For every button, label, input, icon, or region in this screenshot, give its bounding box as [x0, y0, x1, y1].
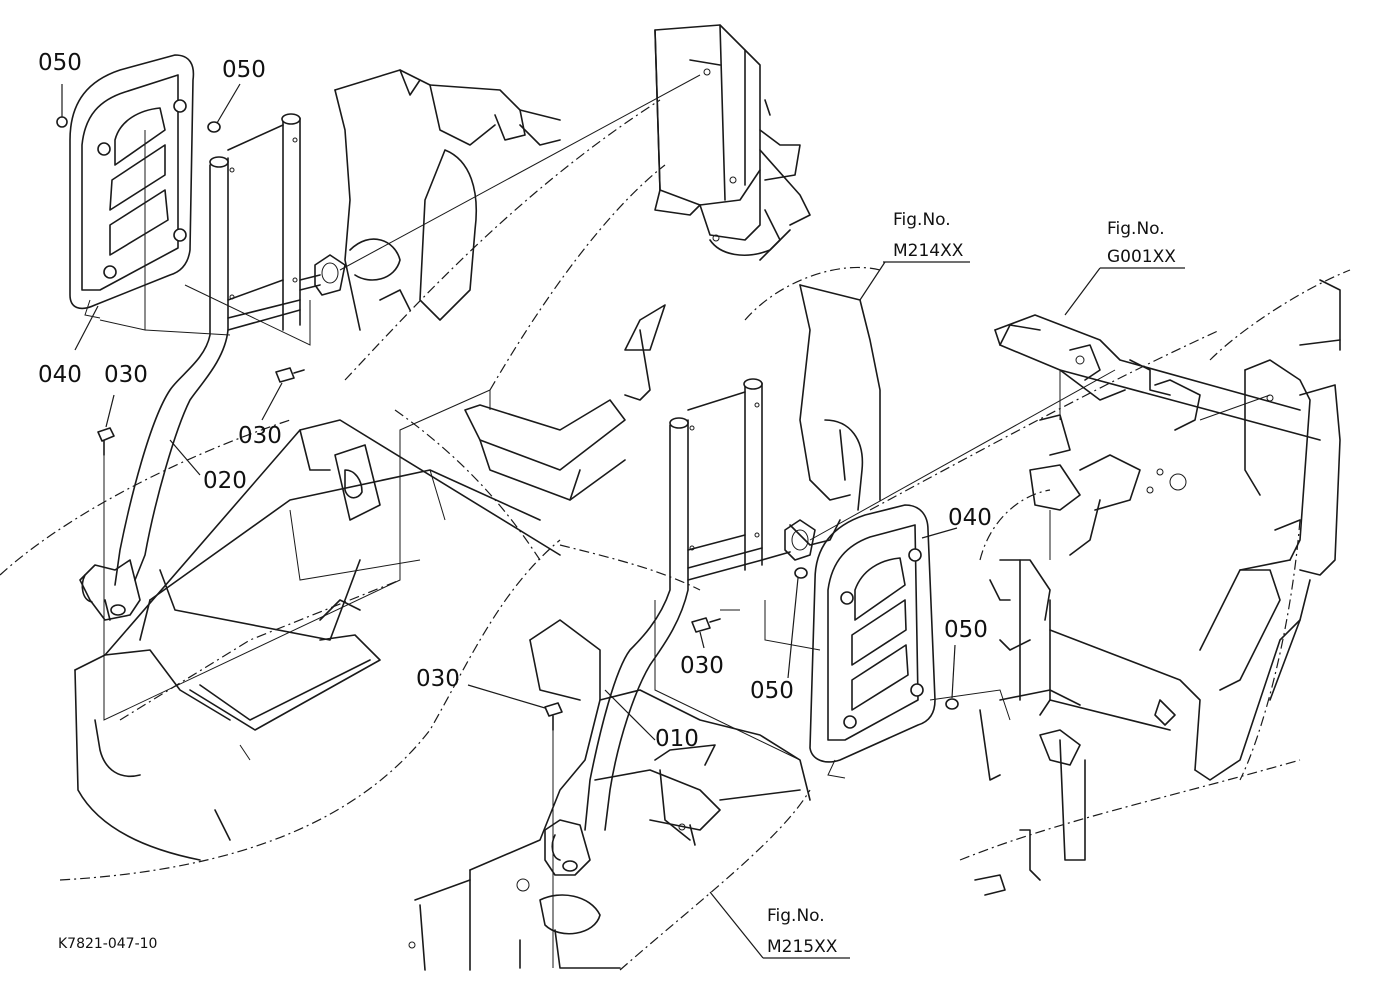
bolt-icon	[275, 367, 305, 383]
right-handrail-assembly	[544, 378, 936, 876]
center-fender	[789, 284, 881, 546]
drawing-code: K7821-047-10	[58, 936, 157, 952]
bolt-icon	[544, 702, 563, 731]
leader-lines	[61, 83, 1185, 959]
fig-ref-caption: Fig.No.	[767, 906, 825, 926]
fig-ref-code: G001XX	[1107, 247, 1176, 267]
bolt-icon	[691, 617, 721, 633]
bolt-icon	[97, 427, 115, 456]
cap-icon	[56, 116, 68, 128]
part-label: 050	[222, 57, 266, 83]
part-label: 050	[944, 617, 988, 643]
part-label: 050	[38, 50, 82, 76]
part-label: 030	[416, 666, 460, 692]
fasteners	[56, 116, 959, 731]
cap-icon	[945, 698, 959, 710]
fig-ref-caption: Fig.No.	[893, 210, 951, 230]
cap-icon	[207, 121, 221, 133]
fig-ref-caption: Fig.No.	[1107, 219, 1165, 239]
part-label: 010	[655, 726, 699, 752]
lower-center-floor	[408, 619, 811, 971]
left-floor-platform	[74, 419, 561, 861]
fig-ref-code: M215XX	[767, 937, 838, 957]
left-handrail-assembly	[69, 54, 346, 621]
center-upper-post	[464, 24, 811, 501]
cap-icon	[794, 567, 808, 579]
part-label: 030	[238, 423, 282, 449]
part-label: 030	[680, 653, 724, 679]
part-label: 020	[203, 468, 247, 494]
right-rear-frame	[974, 279, 1341, 896]
part-label: 050	[750, 678, 794, 704]
part-label: 030	[104, 362, 148, 388]
left-upper-fender	[334, 69, 561, 331]
part-label: 040	[948, 505, 992, 531]
phantom-outlines	[0, 99, 1351, 971]
fig-ref-code: M214XX	[893, 241, 964, 261]
part-label: 040	[38, 362, 82, 388]
assembly-guide-lines	[99, 74, 1271, 968]
figure-references: Fig.No. M214XX Fig.No. G001XX Fig.No. M2…	[767, 210, 1176, 957]
part-labels: 050 050 040 030 030 020 040 030 050 050 …	[38, 50, 992, 752]
